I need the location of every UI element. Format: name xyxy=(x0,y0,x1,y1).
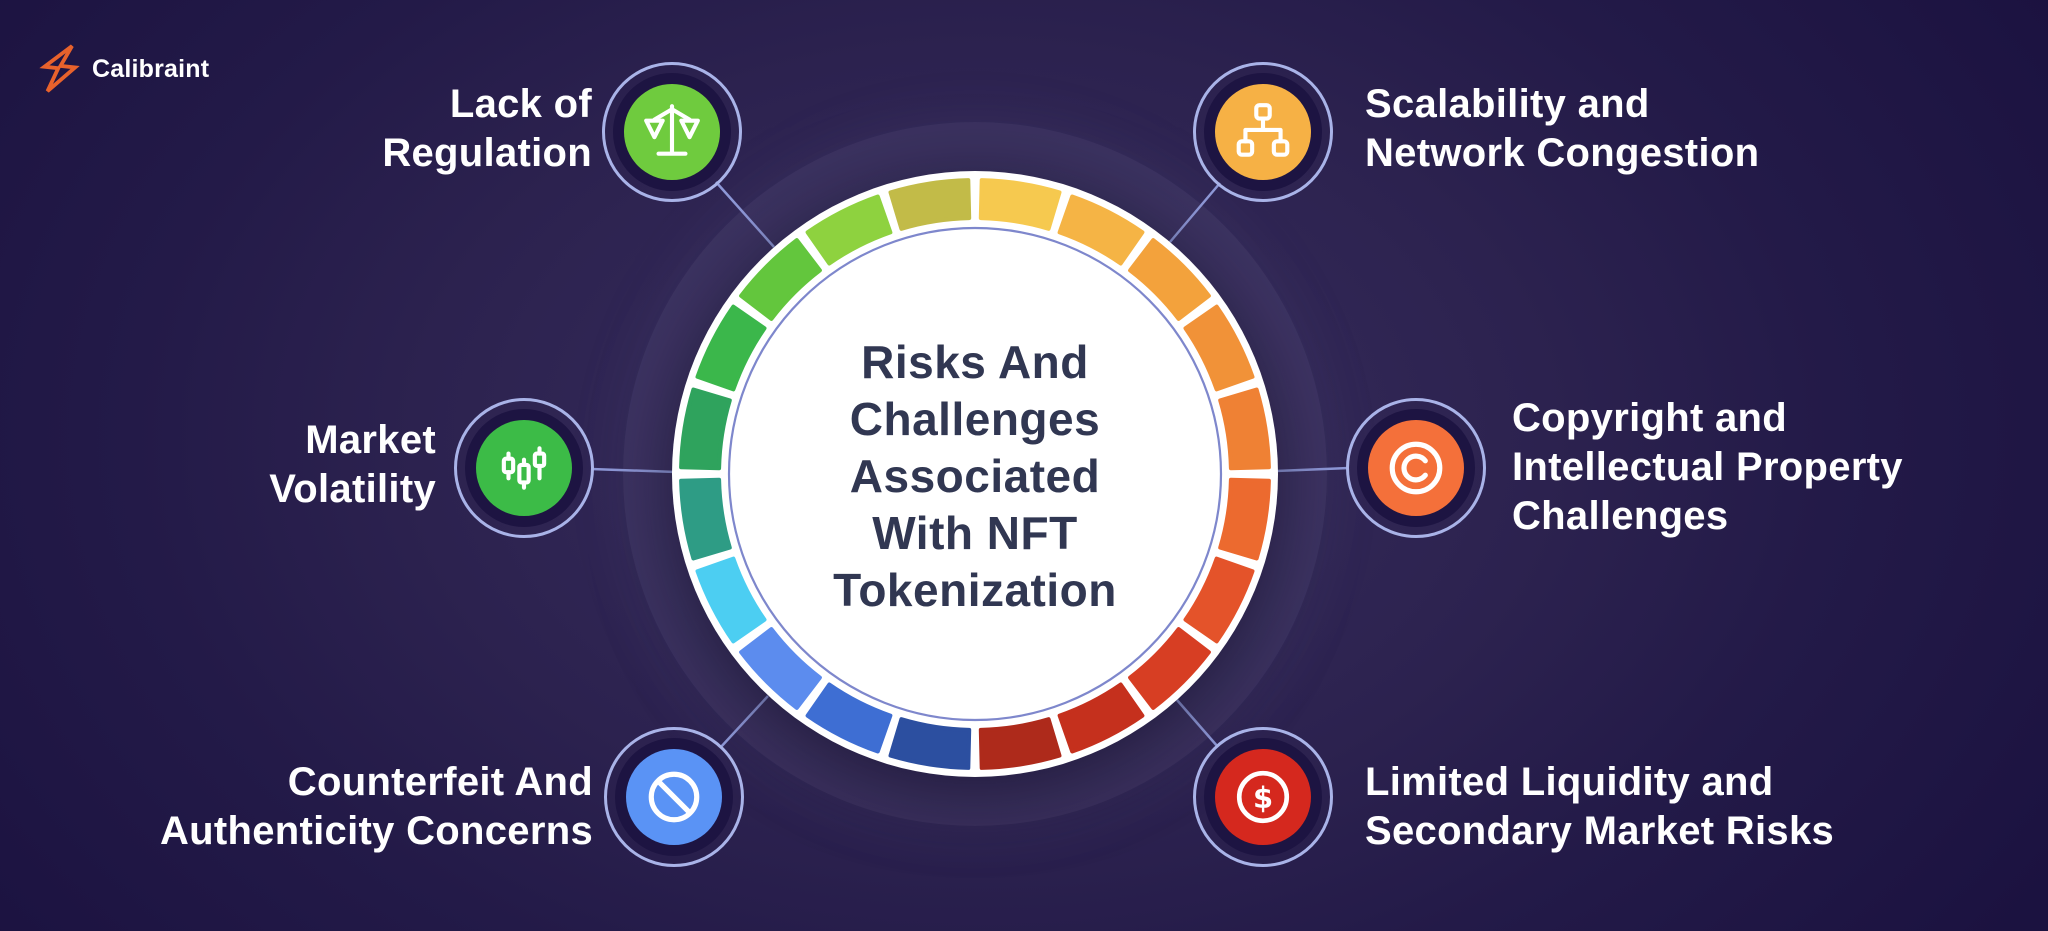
icon-circle: $ xyxy=(1215,749,1311,845)
candlestick-icon xyxy=(501,446,547,490)
connector-market-volatility xyxy=(590,467,677,474)
icon-circle xyxy=(476,420,572,516)
label-counterfeit: Counterfeit And Authenticity Concerns xyxy=(159,760,593,853)
ring-white-band xyxy=(672,171,1278,777)
copyright-icon xyxy=(1389,441,1443,495)
node-counterfeit xyxy=(604,727,744,867)
label-copyright: Copyright and Intellectual Property Chal… xyxy=(1512,396,1903,538)
calibraint-logo-icon xyxy=(39,44,80,93)
diagram-title: Risks And Challenges Associated With NFT… xyxy=(833,336,1117,616)
central-ring xyxy=(665,164,1285,789)
node-outline-ring xyxy=(1193,62,1333,202)
node-outline-ring xyxy=(602,62,742,202)
label-scalability: Scalability and Network Congestion xyxy=(1365,82,1760,175)
sitemap-icon xyxy=(1236,103,1290,157)
label-lack-of-regulation: Lack of Regulation xyxy=(382,82,592,175)
connector-liquidity xyxy=(1176,699,1219,748)
connector-scalability xyxy=(1169,182,1221,243)
node-market-volatility xyxy=(454,398,594,538)
dollar-icon: $ xyxy=(1236,770,1290,824)
node-outline-ring xyxy=(1193,727,1333,867)
brand-logo: Calibraint xyxy=(36,40,209,98)
label-market-volatility: Market Volatility xyxy=(269,418,436,511)
node-outline-ring xyxy=(454,398,594,538)
ring-color-segments xyxy=(679,178,1271,770)
label-liquidity: Limited Liquidity and Secondary Market R… xyxy=(1365,760,1835,853)
connector-counterfeit xyxy=(719,695,769,749)
node-outline-ring xyxy=(1346,398,1486,538)
dollar-glyph: $ xyxy=(1253,781,1273,815)
brand-name: Calibraint xyxy=(92,54,210,83)
scales-icon xyxy=(644,104,700,156)
node-copyright xyxy=(1346,398,1486,538)
connector-copyright xyxy=(1275,466,1350,473)
icon-circle xyxy=(1368,420,1464,516)
ring-inner-outline xyxy=(727,226,1223,722)
connector-lack-of-regulation xyxy=(715,181,775,248)
icon-circle xyxy=(624,84,720,180)
icon-circle xyxy=(626,749,722,845)
prohibited-icon xyxy=(648,771,700,823)
icon-circle xyxy=(1215,84,1311,180)
node-liquidity: $ xyxy=(1193,727,1333,867)
node-lack-of-regulation xyxy=(602,62,742,202)
node-outline-ring xyxy=(604,727,744,867)
node-scalability xyxy=(1193,62,1333,202)
